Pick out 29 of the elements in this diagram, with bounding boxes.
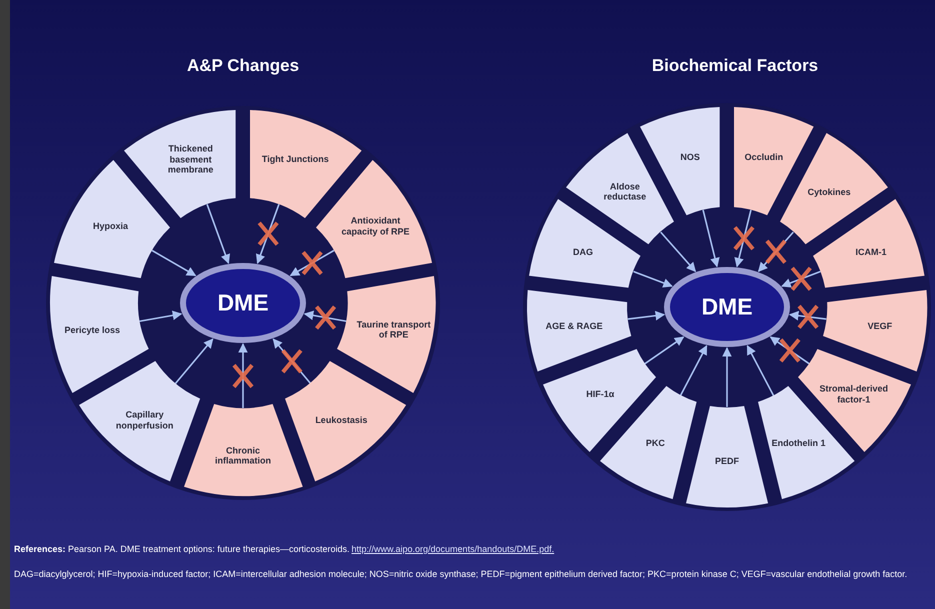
- segment-label: Taurine transport of RPE: [356, 319, 432, 340]
- segment-label: Leukostasis: [314, 415, 368, 426]
- segment-label: PEDF: [714, 456, 740, 466]
- heading: Biochemical Factors: [650, 56, 820, 76]
- segment-label: VEGF: [866, 320, 894, 331]
- segment-label: Endothelin 1: [770, 438, 827, 449]
- segment-label: Cytokines: [806, 186, 852, 197]
- reference-text: References: Pearson PA. DME treatment options: future therapies—corticosteroids.: [14, 544, 350, 554]
- segment-label: Thickened basement membrane: [166, 144, 214, 175]
- segment-label: Pericyte loss: [64, 324, 122, 335]
- segment-label: Stromal-derived factor-1: [818, 384, 889, 405]
- node-label: DME: [701, 294, 753, 320]
- segment-label: NOS: [679, 152, 701, 163]
- segment-label: HIF-1α: [585, 389, 616, 400]
- segment-label: AGE & RAGE: [544, 320, 604, 331]
- segment-label: Antioxidant capacity of RPE: [340, 216, 411, 237]
- segment-label: Aldose reductase: [602, 181, 648, 202]
- heading: A&P Changes: [186, 56, 300, 76]
- segment-label: Chronic inflammation: [214, 446, 272, 466]
- segment-label: ICAM-1: [854, 247, 888, 258]
- segment-label: PKC: [644, 438, 666, 449]
- segment-label: Hypoxia: [92, 221, 129, 232]
- reference-link: http://www.aipo.org/documents/handouts/DME.pdf.: [352, 544, 554, 554]
- segment-label: DAG: [572, 247, 594, 258]
- segment-label: Occludin: [744, 152, 784, 163]
- segment-label: Tight Junctions: [260, 154, 330, 164]
- node-label: DME: [217, 290, 269, 316]
- abbreviation-note: DAG=diacylglycerol; HIF=hypoxia-induced factor; ICAM=intercellular adhesion molecule; NOS=nitric oxide synthase; PEDF=pigment epithelium derived factor; PKC=protein kinase C; VEGF=vascular endothelial growth factor.: [14, 569, 908, 579]
- segment-label: Capillary nonperfusion: [114, 410, 174, 431]
